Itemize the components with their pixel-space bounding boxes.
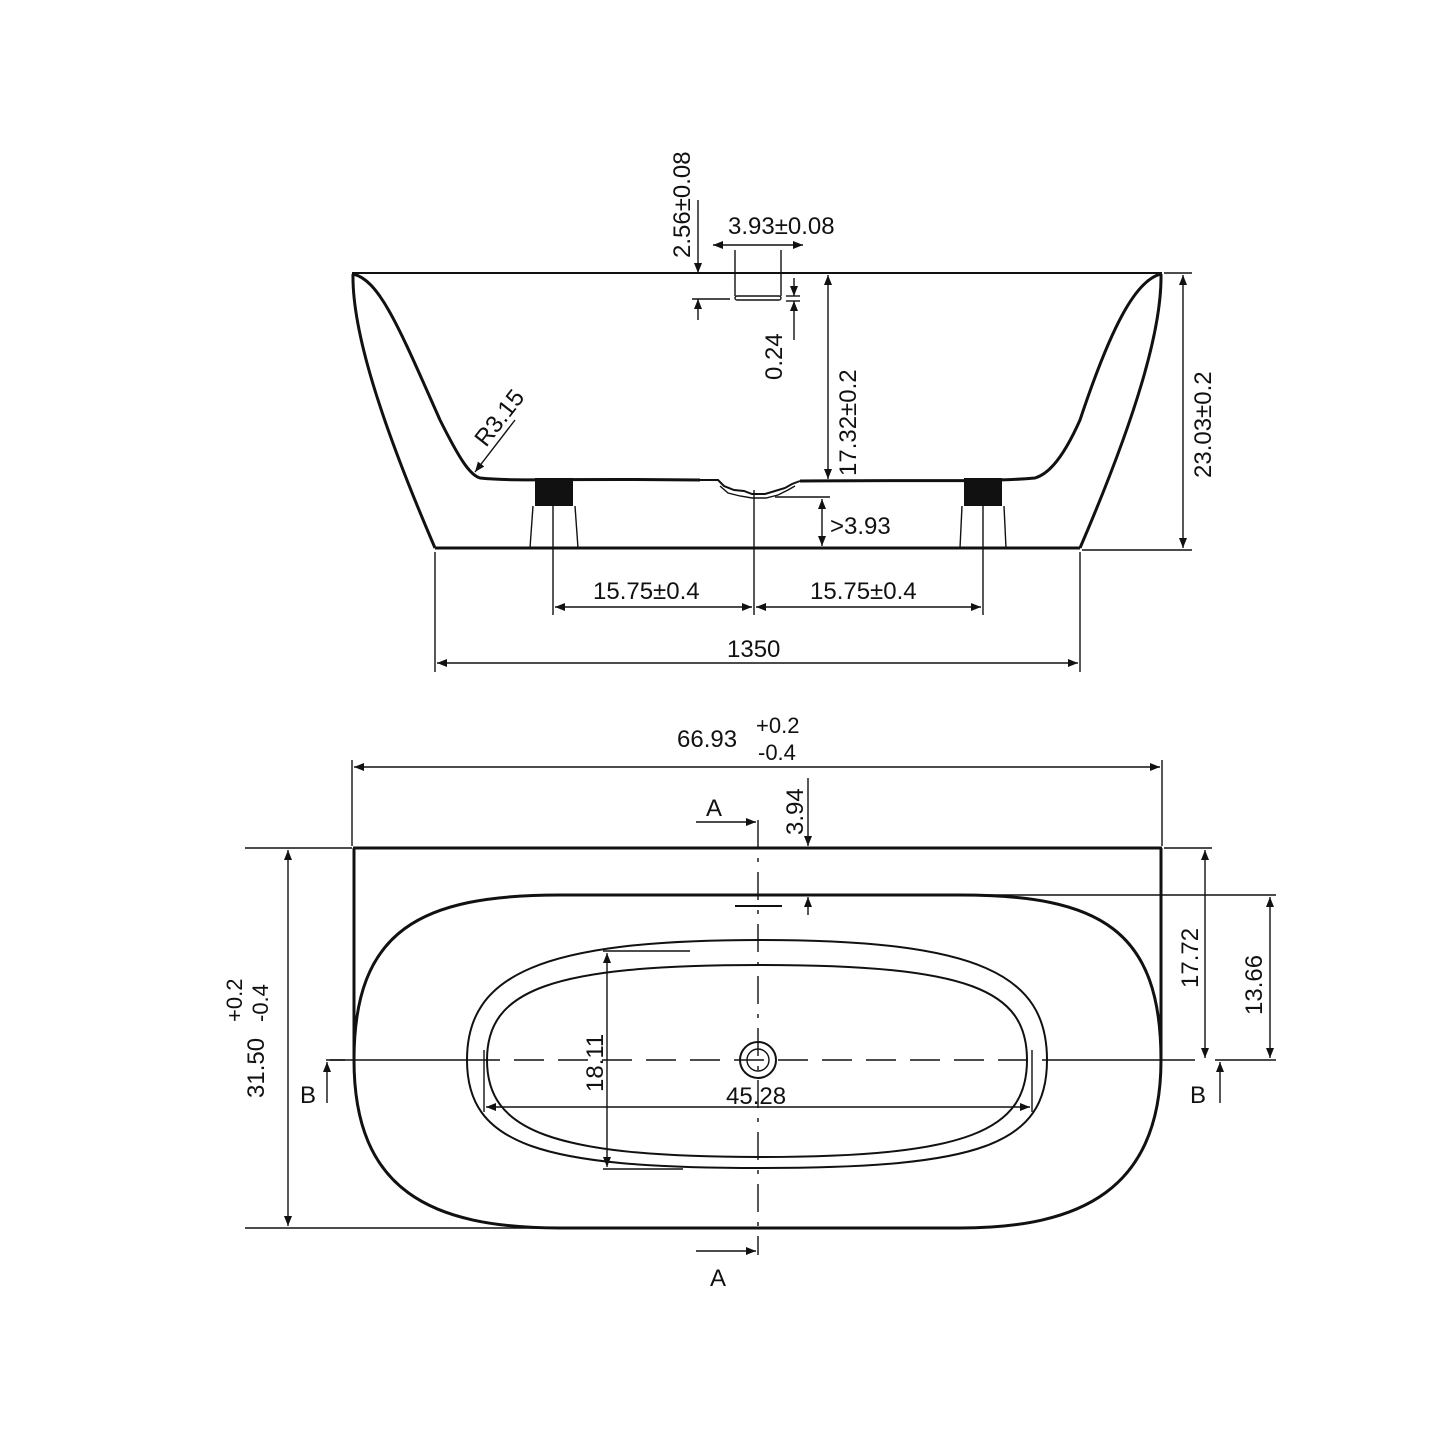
overflow-slot-label: 0.24 — [761, 333, 788, 380]
rim-to-center-label: 13.66 — [1241, 955, 1268, 1015]
drain-recess — [700, 479, 801, 495]
right-foot-leg — [959, 505, 1007, 549]
left-outer-wall — [351, 273, 437, 549]
foot-left-spacing-label: 15.75±0.4 — [593, 578, 700, 605]
section-a-bottom-label: A — [710, 1265, 726, 1292]
overall-length-tol-plus: +0.2 — [756, 713, 799, 738]
overflow-offset-label: 3.94 — [782, 788, 809, 835]
overall-width-tol-plus: +0.2 — [222, 979, 247, 1022]
drain-clearance-label: >3.93 — [830, 513, 891, 540]
overflow-width-label: 3.93±0.08 — [728, 213, 835, 240]
base-length-label: 1350 — [727, 636, 780, 663]
corner-radius-label: R3.15 — [469, 385, 530, 452]
foot-right-spacing-label: 15.75±0.4 — [810, 578, 917, 605]
right-outer-wall — [1078, 273, 1163, 549]
basin-outer-line — [465, 938, 1049, 1170]
basin-floor-line — [485, 963, 1029, 1159]
overflow-depth-label: 2.56±0.08 — [669, 151, 696, 258]
inner-length-label: 45.28 — [726, 1083, 786, 1110]
section-a-top-label: A — [706, 795, 722, 822]
overall-width-label: 31.50 — [243, 1038, 270, 1098]
section-b-right-label: B — [1190, 1082, 1206, 1109]
drain-inner-ring — [746, 1048, 770, 1072]
right-inner-wall — [799, 272, 1162, 483]
left-foot-leg — [529, 505, 579, 549]
inner-depth-label: 17.32±0.2 — [835, 369, 862, 476]
overflow-slot — [734, 295, 782, 301]
drain-outer-ring — [739, 1041, 777, 1079]
inner-width-label: 18.11 — [582, 1034, 609, 1092]
half-width-label: 17.72 — [1177, 928, 1204, 988]
overall-width-tol-minus: -0.4 — [248, 984, 273, 1022]
total-height-label: 23.03±0.2 — [1190, 371, 1217, 478]
side-view: 3.93±0.08 2.56±0.08 0.24 17.32±0.2 23.03… — [351, 151, 1217, 672]
overall-length-tol-minus: -0.4 — [758, 740, 796, 765]
section-b-left-label: B — [300, 1082, 316, 1109]
right-foot-block — [964, 478, 1002, 506]
top-view: 66.93 +0.2 -0.4 3.94 A A 31.50 +0.2 -0.4… — [222, 713, 1276, 1292]
overall-length-label: 66.93 — [677, 726, 737, 753]
left-inner-wall — [352, 272, 701, 482]
left-foot-block — [535, 478, 573, 506]
